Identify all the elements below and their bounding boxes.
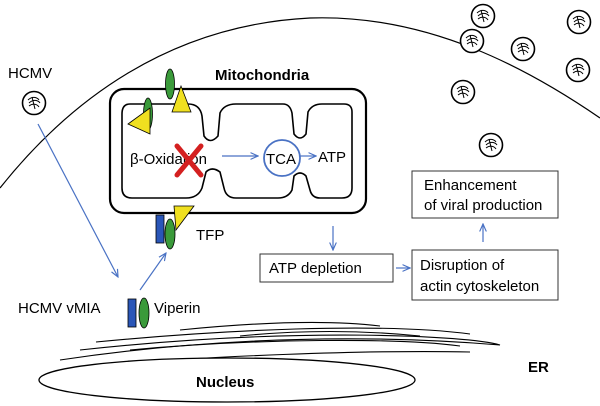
- disruption-box: [411, 249, 559, 301]
- enhancement-box: [411, 170, 559, 219]
- mitochondria-label: Mitochondria: [215, 67, 310, 84]
- viperin-protein-icon: [138, 297, 150, 329]
- hcmv-vmia-label: HCMV vMIA: [18, 300, 101, 317]
- disruption-line2: actin cytoskeleton: [420, 278, 539, 295]
- tfp-complex: [155, 205, 195, 250]
- hcmv-virion-icon: [21, 90, 47, 116]
- viperin-label: Viperin: [154, 300, 200, 317]
- cell-membrane: [0, 17, 600, 189]
- virion-icon: [510, 36, 536, 62]
- virion-icon: [566, 9, 592, 35]
- atp-depletion-label: ATP depletion: [269, 260, 362, 277]
- arrow-viperin-to-tfp: [139, 253, 166, 291]
- enhancement-line2: of viral production: [424, 197, 542, 214]
- atp-depletion-box: [259, 253, 394, 283]
- tfp-label: TFP: [196, 227, 224, 244]
- yellow-protein-icon: [127, 107, 151, 135]
- vmia-protein-icon: [127, 298, 137, 328]
- green-protein-icon: [164, 218, 176, 250]
- yellow-protein-icon: [171, 84, 192, 113]
- virion-icon: [459, 28, 485, 54]
- nucleus-shape: [38, 357, 416, 403]
- disruption-line1: Disruption of: [420, 257, 505, 274]
- yellow-protein-icon: [173, 205, 195, 232]
- red-x-inhibition-icon: [174, 143, 204, 178]
- tca-label: TCA: [266, 151, 296, 168]
- arrow-hcmv-to-vmia: [37, 123, 118, 277]
- blue-protein-icon: [155, 214, 165, 244]
- atp-label: ATP: [318, 149, 346, 166]
- tca-cycle-ring: [263, 139, 301, 177]
- hcmv-label: HCMV: [8, 65, 52, 82]
- virion-icon: [450, 79, 476, 105]
- virion-icon: [565, 57, 591, 83]
- virion-icon: [470, 3, 496, 29]
- er-label: ER: [528, 359, 549, 376]
- green-protein-icon: [165, 68, 175, 100]
- nucleus-label: Nucleus: [196, 374, 254, 391]
- membrane-proteins-top: [127, 68, 192, 135]
- virion-icon: [478, 132, 504, 158]
- enhancement-line1: Enhancement: [424, 177, 517, 194]
- extracellular-virions: [450, 3, 592, 158]
